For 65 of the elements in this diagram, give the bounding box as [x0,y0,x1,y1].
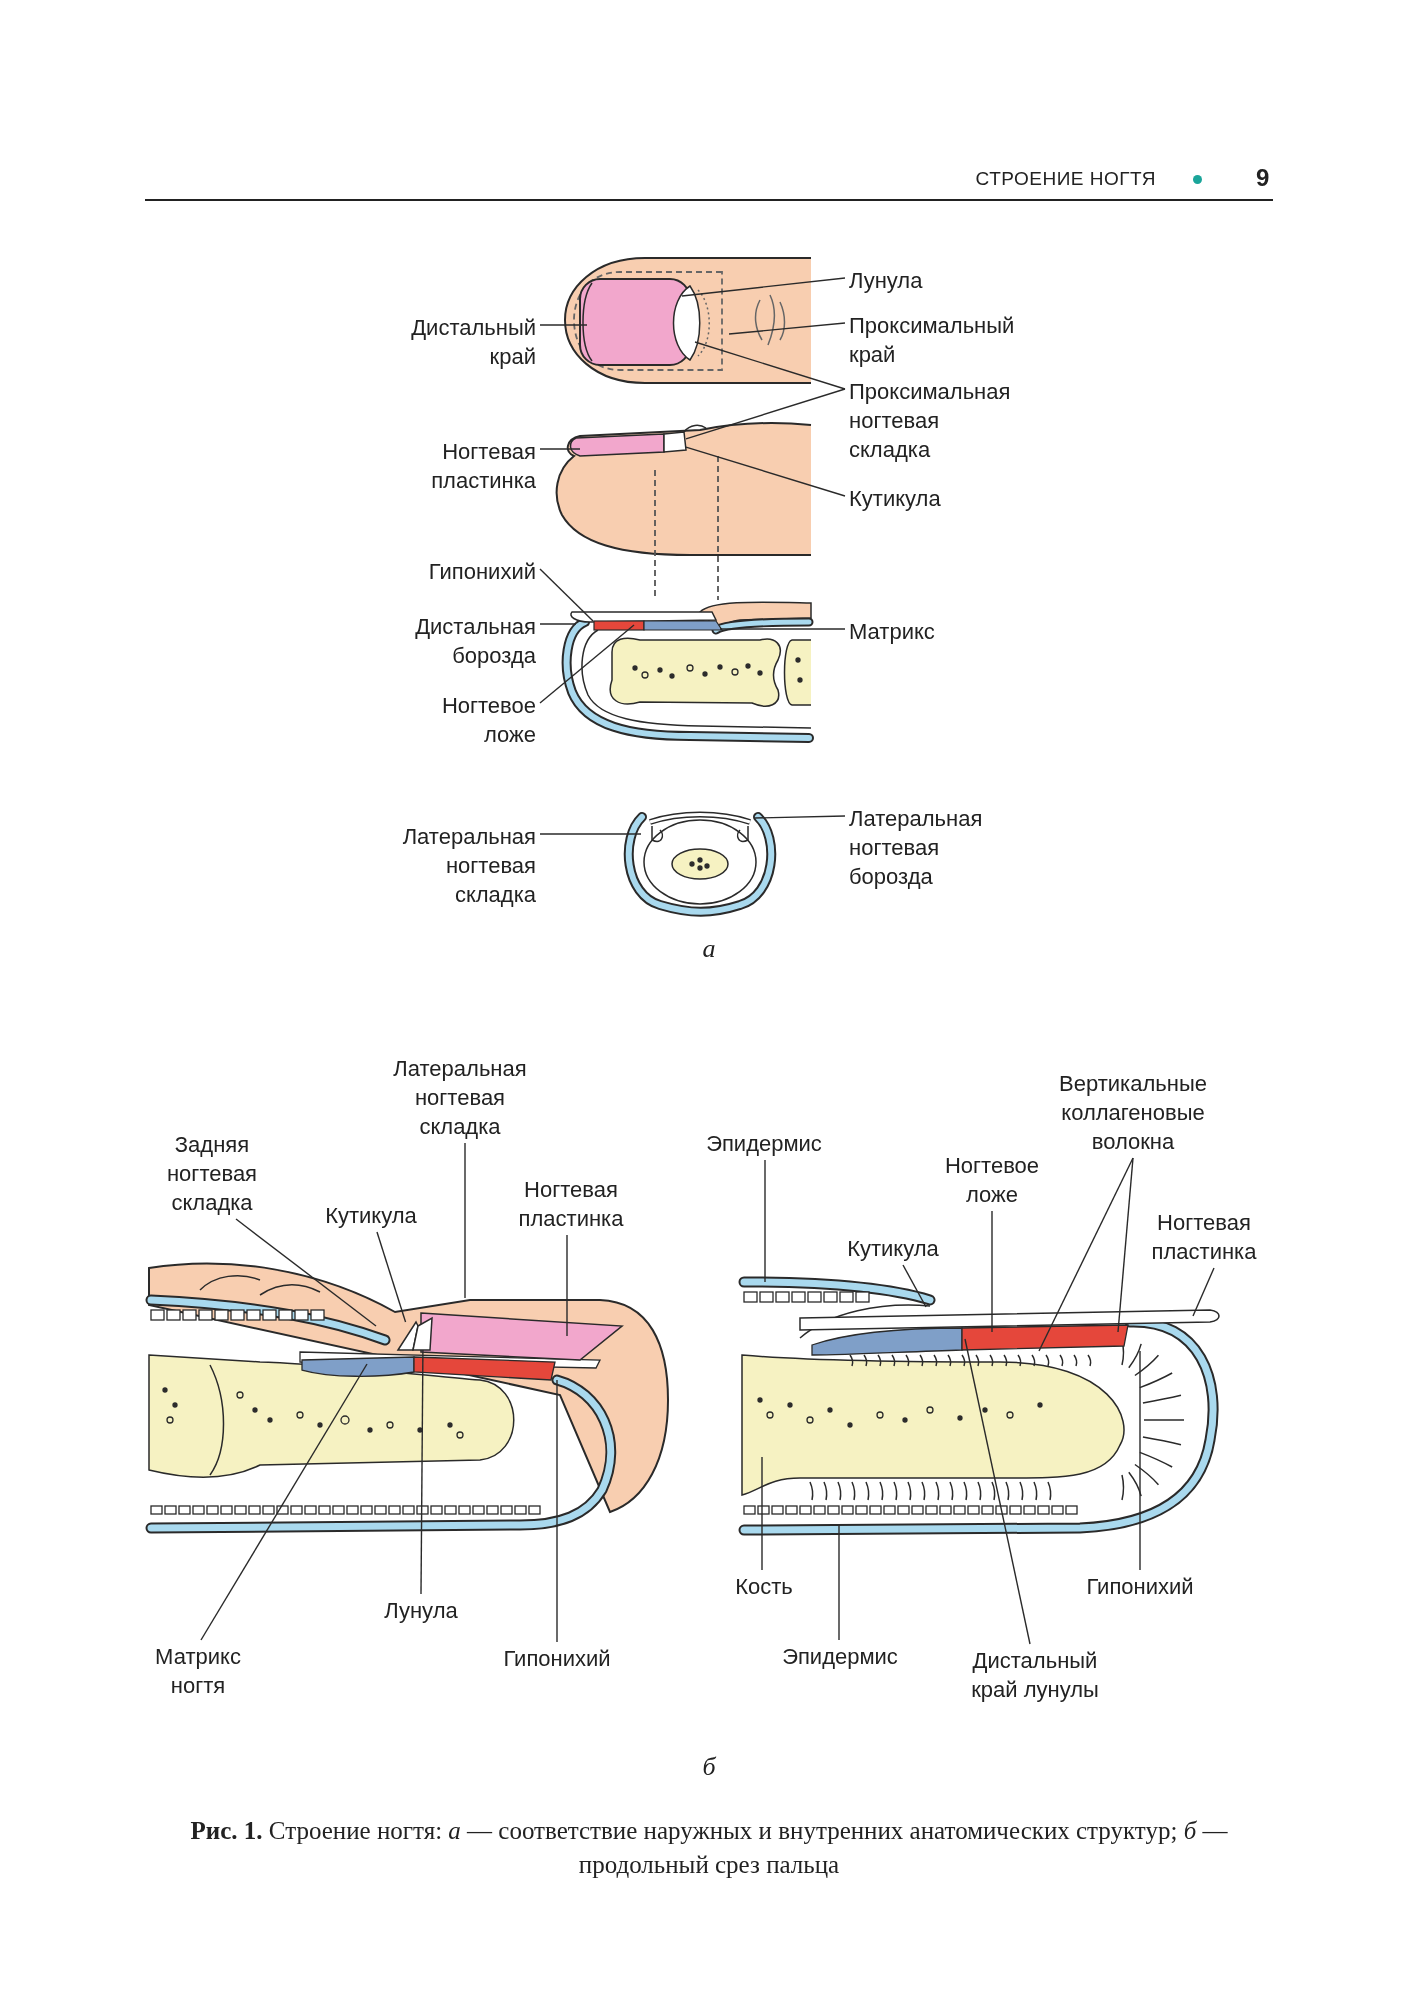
leader-line [539,624,635,704]
anatomy-label: Латеральная ногтевая складка [389,1052,531,1143]
panel-letter: б [702,1752,716,1782]
leader-line [1139,1350,1141,1571]
leader-line [685,446,846,497]
leader-line [838,1523,840,1641]
anatomy-label: Дистальный край лунулы [951,1644,1119,1706]
leader-line [539,448,581,450]
lunula-region [412,1316,433,1351]
leader-line [754,815,846,819]
leader-line [539,324,588,326]
anatomy-label: Кость [731,1570,797,1603]
anatomy-label: Кутикула [845,482,945,515]
anatomy-label: Ногтевое ложе [437,689,540,751]
anatomy-label: Проксимальная ногтевая складка [845,375,1015,466]
panel-letter: а [702,934,716,964]
cuticle-region [663,431,687,453]
leader-line [761,1456,763,1571]
leader-line [376,1231,407,1323]
anatomy-label: Латеральная ногтевая борозда [845,802,987,893]
leader-line [539,833,642,835]
anatomy-label: Вертикальные коллагеновые волокна [1055,1067,1211,1158]
leader-line [556,1379,558,1643]
leader-line [539,623,577,625]
anatomy-label: Гипонихий [499,1642,615,1675]
page-number: 9 [1256,164,1270,192]
anatomy-label: Дистальный край [407,311,540,373]
anatomy-label: Ногтевая пластинка [427,435,540,497]
leader-line [764,1159,766,1283]
anatomy-label: Гипонихий [424,555,540,588]
leader-line [1038,1157,1134,1352]
anatomy-label: Матрикс ногтя [151,1640,245,1702]
running-head: СТРОЕНИЕ НОГТЯ [975,168,1156,190]
anatomy-label: Проксимальный край [845,309,1019,371]
leader-line [964,1338,1031,1645]
anatomy-label: Эпидермис [778,1640,902,1673]
anatomy-label: Ногтевая пластинка [514,1173,628,1235]
leader-line [728,322,846,335]
anatomy-label: Ногтевая пластинка [1147,1206,1261,1268]
leader-line [200,1363,368,1641]
anatomy-label: Ногтевое ложе [940,1149,1044,1211]
leader-line [420,1349,424,1595]
leader-line [566,1234,568,1337]
leader-line [991,1210,993,1333]
leader-line [902,1264,927,1308]
anatomy-label: Гипонихий [1082,1570,1198,1603]
leader-line [539,568,594,622]
leader-line [464,1142,466,1299]
anatomy-label: Дистальная борозда [411,610,540,672]
leader-line [694,341,846,390]
leader-line [235,1218,377,1327]
leader-line [719,628,846,630]
leader-line [1117,1157,1134,1333]
anatomy-label: Кутикула [321,1199,421,1232]
anatomy-label: Латеральная ногтевая складка [398,820,540,911]
figure-caption: Рис. 1. Строение ногтя: а — соответствие наружных и внутренних анатомических структур; б — продольный срез пальца [189,1816,1229,1880]
anatomy-label: Лунула [380,1594,462,1627]
anatomy-label: Задняя ногтевая складка [162,1128,262,1219]
anatomy-label: Кутикула [843,1232,943,1265]
leader-line [681,277,846,297]
anatomy-label: Матрикс [845,615,939,648]
anatomy-label: Эпидермис [702,1127,826,1160]
leader-line [685,388,846,440]
anatomy-label: Лунула [845,264,927,297]
leader-line [1192,1267,1215,1317]
